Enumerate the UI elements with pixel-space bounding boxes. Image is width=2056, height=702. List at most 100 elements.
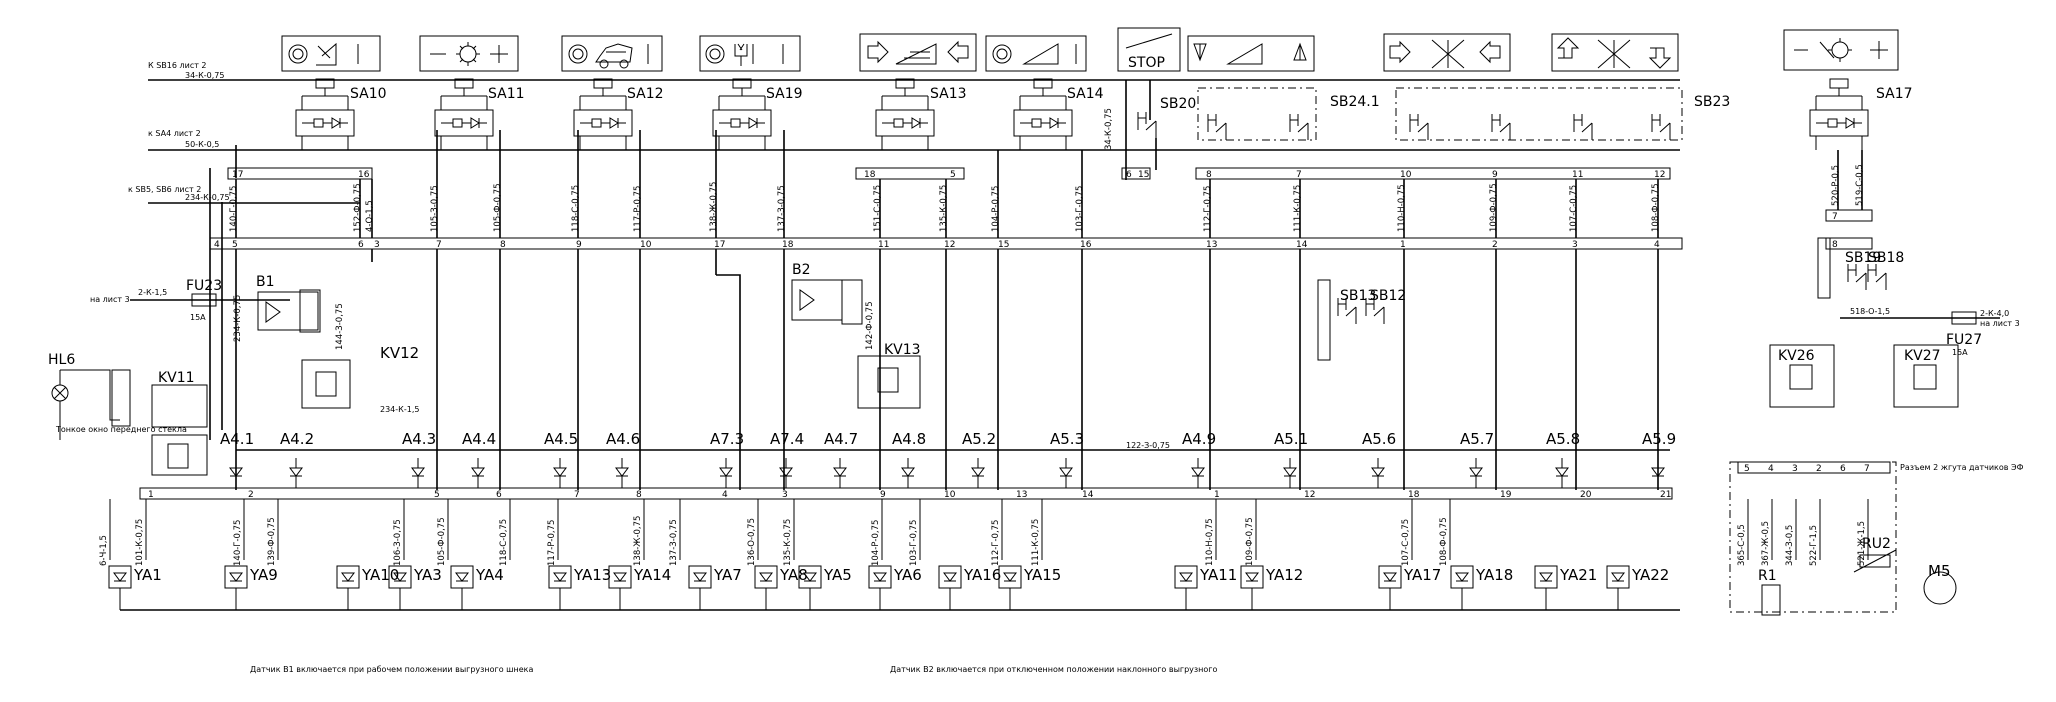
w234: 234-К-0,75 <box>233 295 243 342</box>
svg-text:3: 3 <box>374 240 380 250</box>
switch-block-sa13: SA13 <box>875 78 967 151</box>
hl6-note: Тонкое окно переднего стекла <box>55 425 187 434</box>
svg-text:4-О-1,5: 4-О-1,5 <box>365 200 375 232</box>
bottom-wire-label: 103-Г-0,75 <box>909 520 919 566</box>
r1-label: R1 <box>1758 568 1777 584</box>
bus-diode <box>901 457 915 489</box>
bus-label-a4-4: A4.4 <box>462 430 496 448</box>
valve-ya1: YA1 <box>108 565 162 610</box>
bottom-wire-label: 111-К-0,75 <box>1031 519 1041 566</box>
upper-pin-16: 16 <box>358 170 370 180</box>
bottom-pin: 1 <box>1214 490 1220 500</box>
valve-label: YA16 <box>963 566 1001 584</box>
sb20-label: SB20 <box>1160 96 1196 112</box>
button-group-sb20: SB20 <box>1125 80 1196 180</box>
bus-diode <box>719 457 733 489</box>
svg-text:103-Г-0,75: 103-Г-0,75 <box>1075 186 1085 232</box>
bus-label-a7-4: A7.4 <box>770 430 804 448</box>
ref-sb16: К SB16 лист 2 <box>148 61 207 70</box>
bottom-wire-label: 104-Р-0,75 <box>871 520 881 566</box>
valve-label: YA15 <box>1023 566 1061 584</box>
bottom-right-pin: 4 <box>1768 464 1774 474</box>
ref-w4: 2-К-1,5 <box>138 288 167 297</box>
valve-label: YA3 <box>413 566 442 584</box>
relay-kv26: KV26 <box>1769 344 1835 408</box>
bus-label-a4-9: A4.9 <box>1182 430 1216 448</box>
switch-block-sa10: SA10 <box>295 78 387 151</box>
hl6-label: HL6 <box>48 352 75 368</box>
svg-text:109-Ф-0,75: 109-Ф-0,75 <box>1489 183 1499 232</box>
bottom-pin: 3 <box>782 490 788 500</box>
valve-ya10: YA10 <box>336 565 399 610</box>
sa17-label: SA17 <box>1876 86 1913 102</box>
svg-text:105-Ф-0,75: 105-Ф-0,75 <box>493 183 503 232</box>
bottom-wire-label: 140-Г-0,75 <box>233 520 243 566</box>
sa19-label: SA19 <box>766 86 803 102</box>
bottom-pin: 2 <box>248 490 254 500</box>
svg-text:135-К-0,75: 135-К-0,75 <box>939 185 949 232</box>
relay-kv11: KV11 <box>151 370 208 476</box>
bottom-pin: 10 <box>944 490 956 500</box>
upper-pin-18: 18 <box>864 170 876 180</box>
svg-text:11: 11 <box>878 240 889 250</box>
sa14-label: SA14 <box>1067 86 1104 102</box>
bottom-pin: 14 <box>1082 490 1094 500</box>
bottom-wire-label: 108-Ф-0,75 <box>1439 517 1449 566</box>
ref-list3: на лист 3 <box>90 295 130 304</box>
bottom-wire-label: 6-Ч-1,5 <box>99 535 109 566</box>
bottom-wire-label: 105-Ф-0,75 <box>437 517 447 566</box>
svg-text:112-Г-0,75: 112-Г-0,75 <box>1203 186 1213 232</box>
fu23-label: FU23 <box>186 278 222 294</box>
svg-text:6: 6 <box>358 240 364 250</box>
bottom-wire-label: 135-К-0,75 <box>783 519 793 566</box>
valve-label: YA5 <box>823 566 852 584</box>
bus-label-a4-1: A4.1 <box>220 430 254 448</box>
motor-m5: M5 <box>1923 562 1957 605</box>
valve-label: YA12 <box>1265 566 1303 584</box>
svg-text:110-Н-0,75: 110-Н-0,75 <box>1397 184 1407 232</box>
bus-diode <box>1283 457 1297 489</box>
bus-diodes <box>229 457 1665 489</box>
bottom-wire-label: 112-Г-0,75 <box>991 520 1001 566</box>
valve-ya7: YA7 <box>688 565 742 610</box>
bottom-wire-label: 521-Ж-1,5 <box>1857 521 1867 566</box>
valve-label: YA6 <box>893 566 922 584</box>
valve-ya3: YA3 <box>388 565 442 610</box>
m5-label: M5 <box>1928 562 1951 580</box>
sb13-label: SB13 <box>1340 288 1376 304</box>
svg-text:12: 12 <box>944 240 955 250</box>
svg-text:15: 15 <box>998 240 1009 250</box>
bus-label-a5-6: A5.6 <box>1362 430 1396 448</box>
bus-diode <box>411 457 425 489</box>
ref-rw: 2-К-4,0 <box>1980 309 2009 318</box>
upper-pin-9: 9 <box>1492 170 1498 180</box>
w142: 142-Ф-0,75 <box>865 301 875 350</box>
svg-text:3: 3 <box>1572 240 1578 250</box>
bus-label-a5-8: A5.8 <box>1546 430 1580 448</box>
bus-diode <box>289 457 303 489</box>
sensor-b1: B1 234-К-0,75 144-З-0,75 <box>233 274 345 350</box>
bus-label-a4-3: A4.3 <box>402 430 436 448</box>
w144: 144-З-0,75 <box>335 303 345 350</box>
valve-label: YA1 <box>133 566 162 584</box>
svg-text:105-З-0,75: 105-З-0,75 <box>430 185 440 232</box>
bottom-wire-label: 344-З-0,5 <box>1785 525 1795 566</box>
svg-text:4: 4 <box>1654 240 1660 250</box>
svg-text:140-Г-0,75: 140-Г-0,75 <box>229 186 239 232</box>
bottom-pin: 7 <box>574 490 580 500</box>
bus-diode <box>1371 457 1385 489</box>
bottom-pin: 4 <box>722 490 728 500</box>
relay-kv12: KV12 234-К-1,5 <box>301 344 419 414</box>
pictogram-sa12 <box>561 35 663 72</box>
button-group-sb23: SB23 <box>1395 87 1730 141</box>
sa12-label: SA12 <box>627 86 664 102</box>
bottom-pin: 18 <box>1408 490 1420 500</box>
bus-diode <box>833 457 847 489</box>
bus-diode <box>1469 457 1483 489</box>
bottom-right-pin: 5 <box>1744 464 1750 474</box>
valve-ya6: YA6 <box>868 565 922 610</box>
